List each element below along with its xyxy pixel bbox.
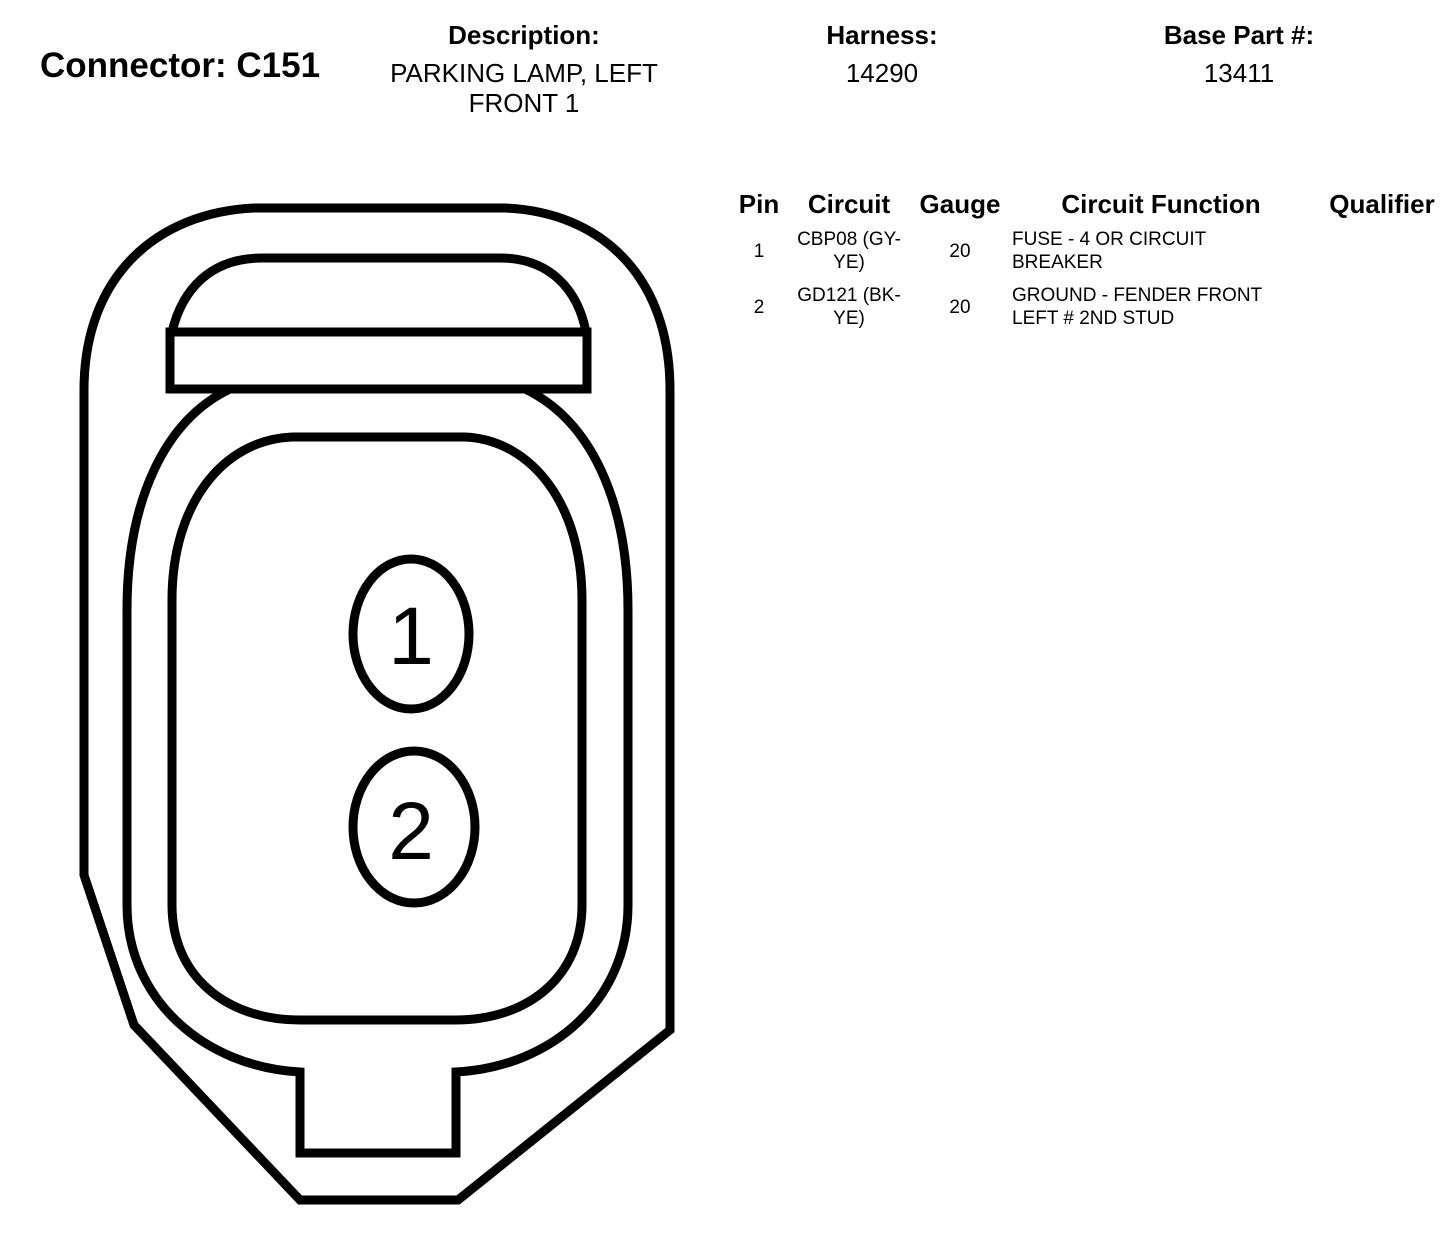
locking-tab-dome — [167, 253, 591, 334]
header-gauge: Gauge — [919, 188, 1001, 219]
row-circuit-function: GROUND - FENDER FRONT LEFT # 2ND STUD — [1010, 278, 1312, 334]
terminal-cavity — [167, 432, 587, 1025]
pin-2-circle — [348, 746, 480, 908]
connector-housing-outline — [79, 203, 675, 1205]
pin-2-label: 2 — [388, 786, 434, 877]
row-circuit-line-2: YE) — [833, 308, 865, 329]
harness-label: Harness: — [826, 20, 938, 50]
description-value: PARKING LAMP, LEFT FRONT 1 — [368, 58, 680, 118]
row-function-line-1: FUSE - 4 OR CIRCUIT — [1012, 229, 1207, 250]
seal-outline — [122, 384, 633, 1158]
description-block: Description: PARKING LAMP, LEFT FRONT 1 — [368, 20, 680, 118]
row-function-line-2: LEFT # 2ND STUD — [1012, 308, 1175, 329]
base-part-label: Base Part #: — [1163, 20, 1315, 50]
harness-block: Harness: 14290 — [782, 20, 982, 88]
connector-diagram: 1 2 — [79, 203, 675, 1205]
header-pin: Pin — [738, 188, 780, 219]
base-part-block: Base Part #: 13411 — [1139, 20, 1339, 88]
table-row: 1 CBP08 (GY- YE) 20 FUSE - 4 OR CIRCUIT … — [730, 222, 1452, 278]
pin-1-label: 1 — [388, 591, 434, 682]
pin-table: Pin Circuit Gauge Circuit Function Quali… — [730, 186, 1452, 334]
header-circuit-function: Circuit Function — [1061, 188, 1261, 219]
row-gauge: 20 — [949, 240, 971, 262]
row-pin: 1 — [753, 240, 765, 262]
row-circuit-function: FUSE - 4 OR CIRCUIT BREAKER — [1010, 222, 1312, 278]
row-circuit: CBP08 (GY- YE) — [788, 222, 910, 278]
header-circuit: Circuit — [807, 188, 891, 219]
description-line-2: FRONT 1 — [468, 88, 580, 118]
pin-1-circle — [348, 554, 474, 714]
base-part-value: 13411 — [1203, 58, 1275, 88]
harness-value: 14290 — [845, 58, 919, 88]
row-circuit-line-2: YE) — [833, 252, 865, 273]
row-function-line-2: BREAKER — [1012, 252, 1103, 273]
row-qualifier — [1312, 222, 1452, 278]
description-label: Description: — [448, 20, 600, 50]
pin-table-header-row: Pin Circuit Gauge Circuit Function Quali… — [730, 186, 1452, 222]
row-gauge: 20 — [949, 296, 971, 318]
row-circuit-line-1: CBP08 (GY- — [797, 229, 901, 250]
row-qualifier — [1312, 278, 1452, 334]
locking-tab-band — [165, 327, 592, 394]
connector-title: Connector: C151 — [40, 46, 321, 85]
row-circuit: GD121 (BK- YE) — [788, 278, 910, 334]
header-qualifier: Qualifier — [1329, 188, 1435, 219]
row-function-line-1: GROUND - FENDER FRONT — [1012, 285, 1263, 306]
description-line-1: PARKING LAMP, LEFT — [390, 58, 658, 88]
row-circuit-line-1: GD121 (BK- — [797, 285, 901, 306]
table-row: 2 GD121 (BK- YE) 20 GROUND - FENDER FRON… — [730, 278, 1452, 334]
row-pin: 2 — [753, 296, 765, 318]
